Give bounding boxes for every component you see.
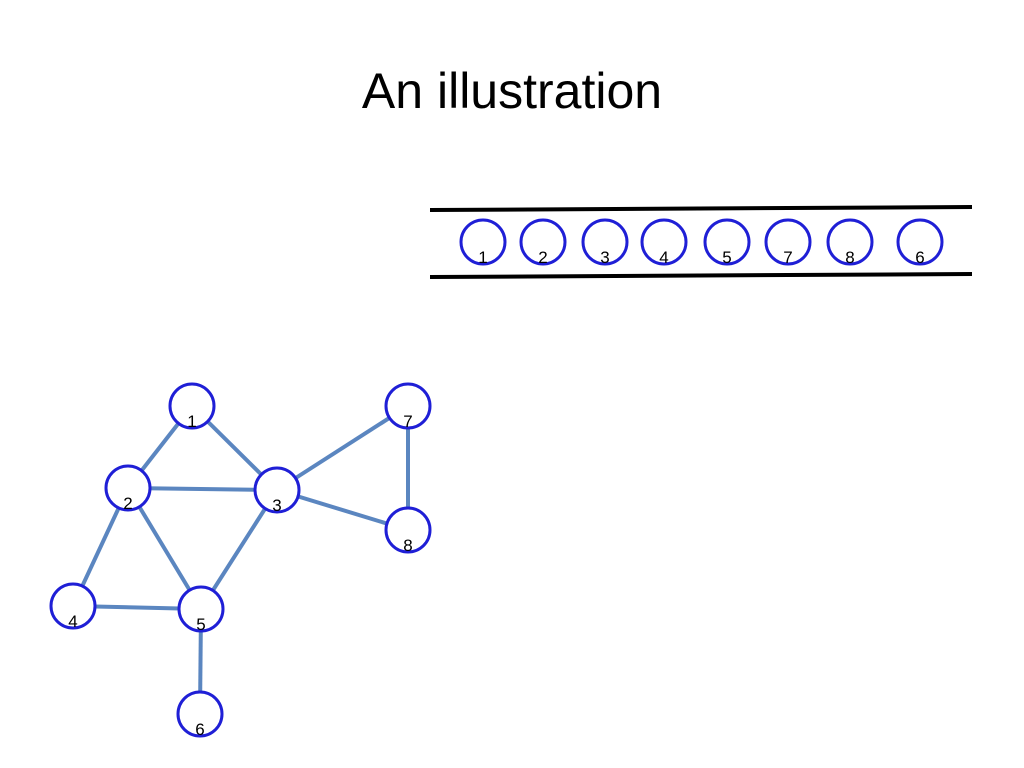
queue-node-2-label: 2 bbox=[538, 248, 547, 267]
graph-edge-3-7 bbox=[275, 404, 410, 492]
queue-node-7-circle bbox=[764, 218, 812, 266]
graph-edges bbox=[71, 404, 410, 715]
graph-node-2-label: 2 bbox=[123, 494, 132, 513]
queue-node-8-label: 8 bbox=[845, 248, 854, 267]
graph-node-5: 5 bbox=[177, 585, 225, 634]
graph-edge-2-3 bbox=[127, 486, 278, 492]
graph-node-6-label: 6 bbox=[195, 720, 204, 739]
queue-node-7-label: 7 bbox=[783, 248, 792, 267]
queue-node-3-circle bbox=[581, 218, 629, 266]
graph-nodes: 1 2 3 4 5 6 7 8 bbox=[49, 382, 432, 739]
queue-node-5-label: 5 bbox=[722, 248, 731, 267]
graph-node-5-label: 5 bbox=[196, 615, 205, 634]
graph-node-7-circle bbox=[384, 382, 432, 430]
queue-node-4: 4 bbox=[640, 218, 688, 267]
queue-node-5: 5 bbox=[703, 218, 751, 267]
queue-bottom-line bbox=[429, 272, 973, 279]
graph-node-4: 4 bbox=[49, 582, 97, 631]
graph-node-6-circle bbox=[176, 690, 224, 738]
graph-node-8-label: 8 bbox=[403, 536, 412, 555]
queue-node-1: 1 bbox=[459, 218, 507, 267]
queue-node-3-label: 3 bbox=[600, 248, 609, 267]
graph-node-4-label: 4 bbox=[68, 612, 77, 631]
graph-node-3-circle bbox=[253, 466, 301, 514]
queue: 1 2 3 4 5 7 8 6 bbox=[429, 205, 973, 279]
graph-node-2-circle bbox=[104, 464, 152, 512]
graph-node-3-label: 3 bbox=[272, 496, 281, 515]
queue-node-8: 8 bbox=[826, 218, 874, 267]
queue-node-6: 6 bbox=[896, 218, 944, 267]
queue-node-7: 7 bbox=[764, 218, 812, 267]
queue-node-2-circle bbox=[519, 218, 567, 266]
graph-edge-3-5 bbox=[199, 488, 279, 611]
queue-node-2: 2 bbox=[519, 218, 567, 267]
queue-node-1-label: 1 bbox=[478, 248, 487, 267]
queue-node-4-circle bbox=[640, 218, 688, 266]
slide-title: An illustration bbox=[361, 63, 663, 119]
graph-node-2: 2 bbox=[104, 464, 152, 513]
graph-node-7: 7 bbox=[384, 382, 432, 431]
graph-node-7-label: 7 bbox=[403, 412, 412, 431]
queue-node-3: 3 bbox=[581, 218, 629, 267]
queue-node-6-circle bbox=[896, 218, 944, 266]
queue-node-6-label: 6 bbox=[915, 248, 924, 267]
queue-node-5-circle bbox=[703, 218, 751, 266]
queue-top-line bbox=[429, 205, 973, 212]
queue-node-8-circle bbox=[826, 218, 874, 266]
graph-edge-2-5 bbox=[126, 486, 203, 611]
graph-node-5-circle bbox=[177, 585, 225, 633]
graph-node-8-circle bbox=[384, 506, 432, 554]
graph-node-4-circle bbox=[49, 582, 97, 630]
graph-node-3: 3 bbox=[253, 466, 301, 515]
graph-node-1: 1 bbox=[168, 382, 216, 431]
queue-node-1-circle bbox=[459, 218, 507, 266]
graph-node-1-label: 1 bbox=[187, 412, 196, 431]
graph-node-1-circle bbox=[168, 382, 216, 430]
queue-node-4-label: 4 bbox=[659, 248, 668, 267]
graph-node-6: 6 bbox=[176, 690, 224, 739]
graph-node-8: 8 bbox=[384, 506, 432, 555]
